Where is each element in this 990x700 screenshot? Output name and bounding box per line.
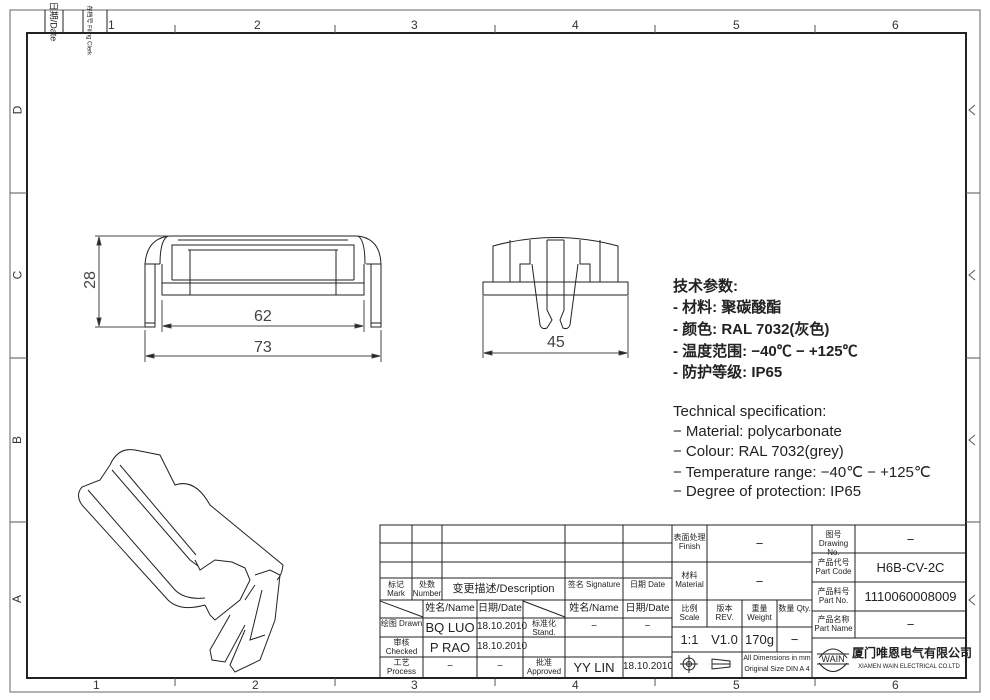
drawing-no-label: 图号 Drawing No.: [818, 530, 849, 557]
zone-col-6-bottom: 6: [892, 678, 899, 692]
filing-date-label: 日期/Date: [48, 1, 59, 42]
wain-logo-icon: [817, 648, 849, 672]
zone-col-2-bottom: 2: [252, 678, 259, 692]
dim-width-62: 62: [254, 308, 272, 325]
revision-table-grid: [379, 524, 673, 679]
dim-width-73: 73: [254, 339, 272, 356]
drawn-name: BQ LUO: [425, 620, 475, 635]
drawn-date: 18.10.2010: [477, 621, 528, 632]
scale-value: 1:1: [680, 632, 699, 647]
spec-en-item: − Colour: RAL 7032(grey): [673, 443, 844, 460]
zone-col-5-bottom: 5: [733, 678, 740, 692]
spec-zh-item: - 温度范围: −40℃ − +125℃: [673, 343, 858, 360]
process-date: −: [497, 661, 503, 672]
side-view: [482, 237, 629, 330]
side-dimensions: [482, 296, 629, 358]
spec-en-item: − Temperature range: −40℃ − +125℃: [673, 464, 931, 481]
zone-col-1-top: 1: [108, 18, 115, 32]
zone-col-5-top: 5: [733, 18, 740, 32]
checked-name: P RAO: [429, 640, 471, 655]
zone-col-4-top: 4: [572, 18, 579, 32]
part-name-label: 产品名称 Part Name: [814, 615, 853, 633]
qty-label: 数量 Qty.: [778, 604, 811, 613]
zone-col-3-top: 3: [411, 18, 418, 32]
header-date: 日期 Date: [629, 580, 666, 589]
zone-col-2-top: 2: [254, 18, 261, 32]
spec-zh-title: 技术参数:: [673, 278, 738, 295]
zone-row-d: D: [10, 105, 25, 115]
part-code-label: 产品代号 Part Code: [815, 558, 852, 576]
spec-zh-item: - 颜色: RAL 7032(灰色): [673, 321, 830, 338]
projection-symbol-icon: [680, 655, 731, 673]
stand-name: −: [591, 621, 597, 632]
zone-dividers: [10, 25, 980, 686]
rev-value: V1.0: [711, 632, 738, 647]
part-no-value: 1110060008009: [864, 589, 957, 604]
checked-date: 18.10.2010: [477, 641, 528, 652]
original-size-note: Original Size DIN A 4: [744, 666, 810, 673]
material-label: 材料 Material: [675, 571, 704, 589]
header-description: 变更描述/Description: [452, 583, 555, 595]
zone-col-6-top: 6: [892, 18, 899, 32]
part-name-value: −: [906, 617, 915, 632]
dim-width-45: 45: [547, 334, 565, 351]
subheader-name: 姓名/Name: [425, 603, 475, 614]
part-code-value: H6B-CV-2C: [876, 560, 945, 575]
dimensions-note: All Dimensions in mm: [743, 655, 811, 662]
material-value: −: [755, 574, 764, 589]
header-number: 处数 Number: [412, 580, 442, 598]
role-drawn: 绘图 Drawn: [380, 619, 423, 628]
weight-label: 重量 Weight: [747, 604, 772, 622]
subheader-date-2: 日期/Date: [625, 603, 670, 614]
zone-col-3-bottom: 3: [411, 678, 418, 692]
finish-label: 表面处理 Finish: [673, 533, 706, 551]
spec-zh-item: - 防护等级: IP65: [673, 364, 783, 381]
outer-border: [9, 9, 981, 693]
filing-clerk-label: 存档号 Filing Clerk: [85, 5, 92, 56]
role-approved: 批准 Approved: [526, 658, 562, 676]
process-name: −: [447, 661, 453, 672]
spec-en-item: − Degree of protection: IP65: [673, 483, 862, 500]
zone-col-1-bottom: 1: [93, 678, 100, 692]
zone-row-a: A: [10, 594, 25, 604]
part-no-label: 产品料号 Part No.: [817, 587, 850, 605]
company-name-zh: 厦门唯恩电气有限公司: [852, 646, 973, 660]
spec-zh-item: - 材料: 聚碳酸酯: [673, 299, 782, 316]
isometric-view: [78, 449, 284, 673]
finish-value: −: [755, 536, 764, 551]
rev-label: 版本 REV.: [715, 604, 734, 622]
qty-value: −: [790, 632, 799, 647]
zone-row-b: B: [10, 435, 25, 445]
approved-date: 18.10.2010: [623, 661, 674, 672]
drawing-no-value: −: [906, 532, 915, 547]
filing-box: [44, 10, 108, 33]
role-stand: 标准化 Stand.: [532, 619, 556, 637]
wain-logo-text: WAIN: [821, 654, 845, 664]
subheader-date: 日期/Date: [478, 603, 522, 614]
company-name-en: XIAMEN WAIN ELECTRICAL CO.LTD: [858, 664, 960, 670]
spec-en-title: Technical specification:: [673, 403, 827, 420]
role-process: 工艺 Process: [387, 658, 416, 676]
header-mark: 标记 Mark: [387, 580, 405, 598]
front-dimensions: [95, 235, 382, 362]
header-signature: 签名 Signature: [567, 580, 621, 589]
title-block-grid: [671, 524, 967, 679]
zone-col-4-bottom: 4: [572, 678, 579, 692]
zone-row-c: C: [10, 270, 25, 280]
stand-date: −: [644, 621, 651, 632]
dim-height-28: 28: [81, 271, 99, 289]
weight-value: 170g: [745, 632, 774, 647]
subheader-name-2: 姓名/Name: [569, 603, 619, 614]
scale-label: 比例 Scale: [679, 604, 700, 622]
role-checked: 审核 Checked: [385, 638, 418, 656]
approved-name: YY LIN: [573, 660, 615, 675]
spec-en-item: − Material: polycarbonate: [673, 423, 842, 440]
front-view: [144, 235, 382, 328]
